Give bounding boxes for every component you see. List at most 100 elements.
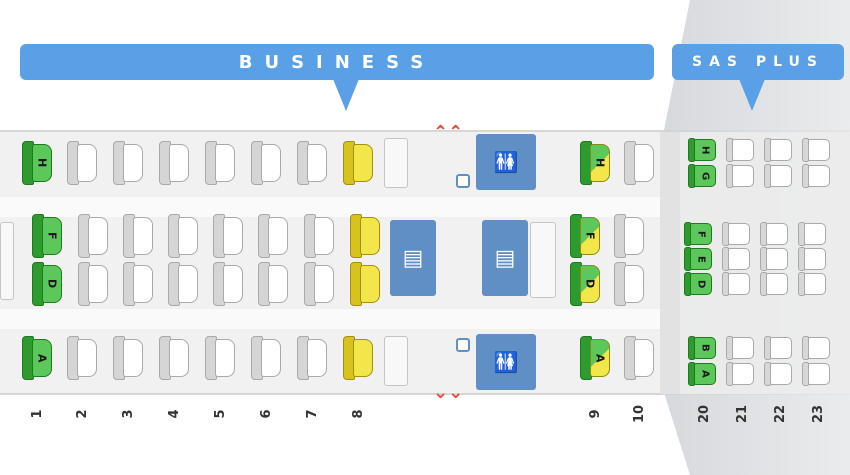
seat-7D[interactable] bbox=[304, 262, 334, 306]
seat-1F[interactable]: F bbox=[32, 214, 62, 258]
seat-1H[interactable]: H bbox=[22, 141, 52, 185]
business-banner-pointer bbox=[333, 79, 359, 111]
seat-8A[interactable] bbox=[343, 336, 373, 380]
row-number: 22 bbox=[772, 404, 788, 424]
seat-7A[interactable] bbox=[297, 336, 327, 380]
seat-21H[interactable] bbox=[726, 138, 754, 162]
seat-9A[interactable]: A bbox=[580, 336, 610, 380]
seat-22E[interactable] bbox=[760, 247, 788, 271]
seat-23F[interactable] bbox=[798, 222, 826, 246]
seat-21D[interactable] bbox=[722, 272, 750, 296]
business-cabin-banner: BUSINESS bbox=[20, 44, 654, 80]
row-number: 5 bbox=[212, 409, 228, 419]
row-number: 20 bbox=[696, 404, 712, 424]
seat-5D[interactable] bbox=[213, 262, 243, 306]
side-panel bbox=[0, 222, 14, 300]
seat-23B[interactable] bbox=[802, 336, 830, 360]
aisle-upper bbox=[0, 197, 680, 217]
seat-3F[interactable] bbox=[123, 214, 153, 258]
seat-22A[interactable] bbox=[764, 362, 792, 386]
row-number: 7 bbox=[304, 409, 320, 419]
seat-1A[interactable]: A bbox=[22, 336, 52, 380]
seat-4D[interactable] bbox=[168, 262, 198, 306]
seat-21E[interactable] bbox=[722, 247, 750, 271]
plus-cabin-label: SAS PLUS bbox=[691, 54, 824, 70]
fuselage-top-edge bbox=[0, 130, 850, 132]
bulkhead-panel bbox=[384, 138, 408, 188]
seat-3A[interactable] bbox=[113, 336, 143, 380]
seat-20A[interactable]: A bbox=[688, 362, 716, 386]
seat-8D[interactable] bbox=[350, 262, 380, 306]
seat-10H[interactable] bbox=[624, 141, 654, 185]
seat-9H[interactable]: H bbox=[580, 141, 610, 185]
seat-10A[interactable] bbox=[624, 336, 654, 380]
seat-20F[interactable]: F bbox=[684, 222, 712, 246]
galley-icon: ▤ bbox=[390, 220, 436, 296]
seat-2H[interactable] bbox=[67, 141, 97, 185]
exit-arrow-icon: ⌄⌄ bbox=[433, 382, 464, 403]
fuselage-bottom-edge bbox=[0, 393, 850, 395]
seat-7H[interactable] bbox=[297, 141, 327, 185]
seat-23E[interactable] bbox=[798, 247, 826, 271]
seat-21A[interactable] bbox=[726, 362, 754, 386]
business-cabin-label: BUSINESS bbox=[238, 51, 436, 73]
seat-5H[interactable] bbox=[205, 141, 235, 185]
aisle-lower bbox=[0, 309, 680, 329]
seat-2A[interactable] bbox=[67, 336, 97, 380]
seat-22H[interactable] bbox=[764, 138, 792, 162]
seat-23H[interactable] bbox=[802, 138, 830, 162]
row-number: 23 bbox=[810, 404, 826, 424]
seat-6F[interactable] bbox=[258, 214, 288, 258]
seat-10F[interactable] bbox=[614, 214, 644, 258]
row-number: 21 bbox=[734, 404, 750, 424]
seat-21G[interactable] bbox=[726, 164, 754, 188]
seat-21F[interactable] bbox=[722, 222, 750, 246]
seat-8H[interactable] bbox=[343, 141, 373, 185]
closet-icon bbox=[456, 338, 470, 352]
seat-2D[interactable] bbox=[78, 262, 108, 306]
row-number: 3 bbox=[120, 409, 136, 419]
seat-3D[interactable] bbox=[123, 262, 153, 306]
seat-20D[interactable]: D bbox=[684, 272, 712, 296]
seat-1D[interactable]: D bbox=[32, 262, 62, 306]
galley-side-panel bbox=[530, 222, 556, 298]
seat-20B[interactable]: B bbox=[688, 336, 716, 360]
row-number: 1 bbox=[29, 409, 45, 419]
seat-4H[interactable] bbox=[159, 141, 189, 185]
plus-banner-pointer bbox=[739, 79, 765, 111]
seat-21B[interactable] bbox=[726, 336, 754, 360]
seat-20G[interactable]: G bbox=[688, 164, 716, 188]
seat-23D[interactable] bbox=[798, 272, 826, 296]
row-number: 4 bbox=[166, 409, 182, 419]
seat-5F[interactable] bbox=[213, 214, 243, 258]
lavatory-icon: 🚻 bbox=[476, 334, 536, 390]
seat-20E[interactable]: E bbox=[684, 247, 712, 271]
seat-4A[interactable] bbox=[159, 336, 189, 380]
seat-22G[interactable] bbox=[764, 164, 792, 188]
seat-4F[interactable] bbox=[168, 214, 198, 258]
seat-9D[interactable]: D bbox=[570, 262, 600, 306]
row-number: 6 bbox=[258, 409, 274, 419]
seat-10D[interactable] bbox=[614, 262, 644, 306]
seat-22F[interactable] bbox=[760, 222, 788, 246]
seat-3H[interactable] bbox=[113, 141, 143, 185]
row-number: 8 bbox=[350, 409, 366, 419]
seat-7F[interactable] bbox=[304, 214, 334, 258]
seat-23A[interactable] bbox=[802, 362, 830, 386]
seat-8F[interactable] bbox=[350, 214, 380, 258]
seat-22D[interactable] bbox=[760, 272, 788, 296]
row-number: 10 bbox=[631, 404, 647, 424]
bulkhead-panel-lower bbox=[384, 336, 408, 386]
seat-2F[interactable] bbox=[78, 214, 108, 258]
closet-icon bbox=[456, 174, 470, 188]
seat-9F[interactable]: F bbox=[570, 214, 600, 258]
seat-23G[interactable] bbox=[802, 164, 830, 188]
seat-22B[interactable] bbox=[764, 336, 792, 360]
seat-6A[interactable] bbox=[251, 336, 281, 380]
seat-6H[interactable] bbox=[251, 141, 281, 185]
seat-20H[interactable]: H bbox=[688, 138, 716, 162]
seat-6D[interactable] bbox=[258, 262, 288, 306]
seat-5A[interactable] bbox=[205, 336, 235, 380]
exit-arrow-icon: ⌃⌃ bbox=[433, 122, 464, 143]
row-number: 2 bbox=[74, 409, 90, 419]
